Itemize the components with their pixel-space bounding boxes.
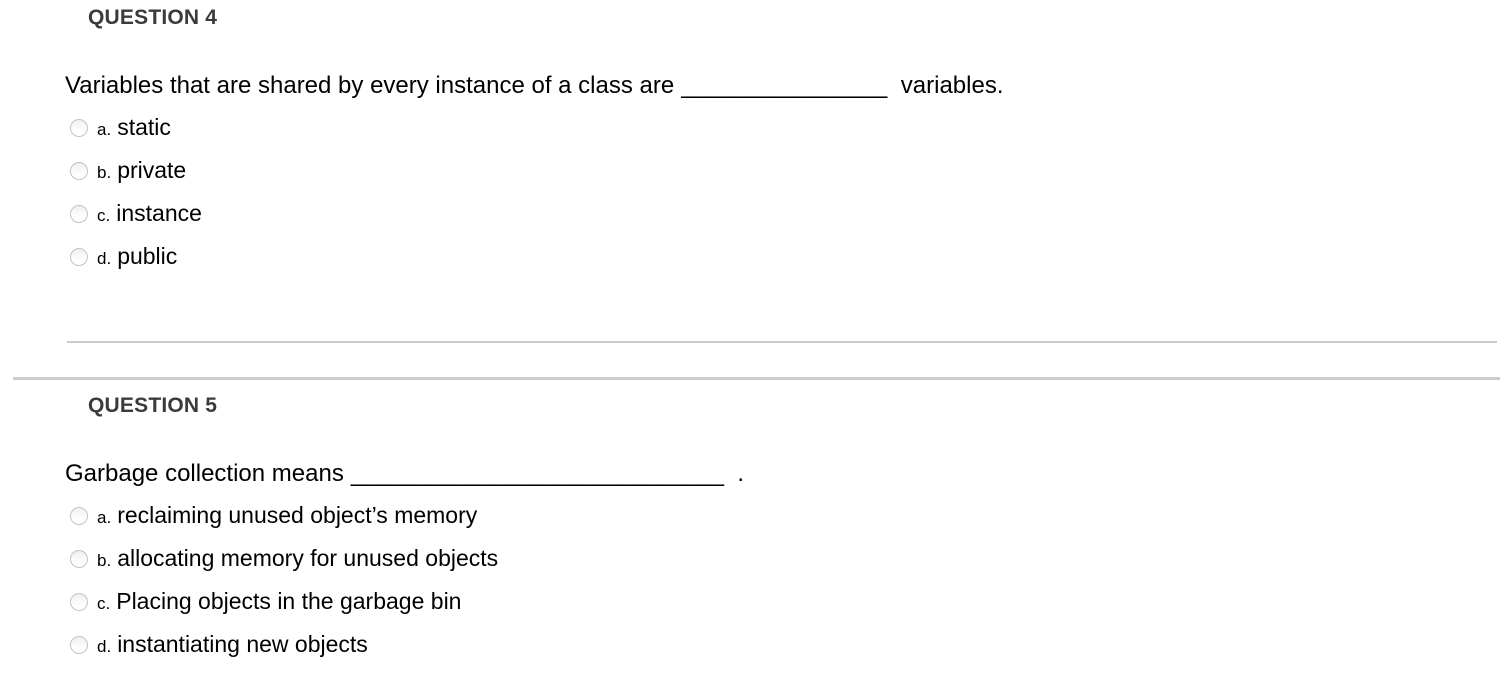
- answer-option[interactable]: d. public: [70, 235, 1500, 278]
- section-divider: [13, 377, 1500, 380]
- radio-button[interactable]: [70, 549, 88, 568]
- option-label: instantiating new objects: [117, 631, 368, 657]
- radio-button[interactable]: [70, 592, 88, 611]
- option-letter: c.: [97, 593, 111, 613]
- answer-options: a. reclaiming unused object’s memory b. …: [70, 494, 1500, 666]
- question-text-after: variables.: [900, 72, 1004, 99]
- question-heading: QUESTION 4: [88, 6, 218, 29]
- radio-button[interactable]: [70, 247, 88, 266]
- question-text-before: Garbage collection means: [65, 460, 344, 487]
- answer-option[interactable]: c. instance: [70, 192, 1500, 235]
- question-blank: _____________________________: [350, 460, 724, 487]
- option-letter: b.: [97, 162, 112, 182]
- question-block: QUESTION 4 Variables that are shared by …: [65, 6, 1500, 343]
- option-label: Placing objects in the garbage bin: [116, 588, 462, 614]
- answer-option[interactable]: a. static: [70, 106, 1500, 149]
- radio-button[interactable]: [70, 506, 88, 525]
- radio-button[interactable]: [70, 635, 88, 654]
- radio-button[interactable]: [70, 118, 88, 137]
- option-label: instance: [116, 200, 202, 226]
- question-blank: ________________: [681, 72, 887, 99]
- answer-option[interactable]: a. reclaiming unused object’s memory: [70, 494, 1500, 537]
- option-letter: d.: [97, 248, 112, 268]
- question-block: QUESTION 5 Garbage collection means_____…: [0, 395, 1500, 666]
- option-letter: b.: [97, 550, 112, 570]
- answer-option[interactable]: b. private: [70, 149, 1500, 192]
- question-text-after: .: [737, 460, 745, 487]
- question-text: Variables that are shared by every insta…: [65, 72, 1500, 100]
- option-label: reclaiming unused object’s memory: [117, 502, 478, 528]
- question-heading: QUESTION 5: [88, 394, 218, 417]
- option-letter: a.: [97, 507, 112, 527]
- option-label: allocating memory for unused objects: [117, 545, 499, 571]
- option-label: private: [117, 157, 187, 183]
- radio-button[interactable]: [70, 204, 88, 223]
- option-letter: a.: [97, 119, 112, 139]
- question-text-before: Variables that are shared by every insta…: [65, 72, 675, 99]
- answer-options: a. static b. private c. instance d. publ…: [70, 106, 1500, 278]
- answer-option[interactable]: b. allocating memory for unused objects: [70, 537, 1500, 580]
- option-label: public: [117, 243, 178, 269]
- option-letter: c.: [97, 205, 111, 225]
- question-text: Garbage collection means________________…: [65, 460, 1500, 488]
- answer-option[interactable]: d. instantiating new objects: [70, 623, 1500, 666]
- radio-button[interactable]: [70, 161, 88, 180]
- option-letter: d.: [97, 636, 112, 656]
- answer-option[interactable]: c. Placing objects in the garbage bin: [70, 580, 1500, 623]
- option-label: static: [117, 114, 171, 140]
- question-divider: [67, 341, 1497, 343]
